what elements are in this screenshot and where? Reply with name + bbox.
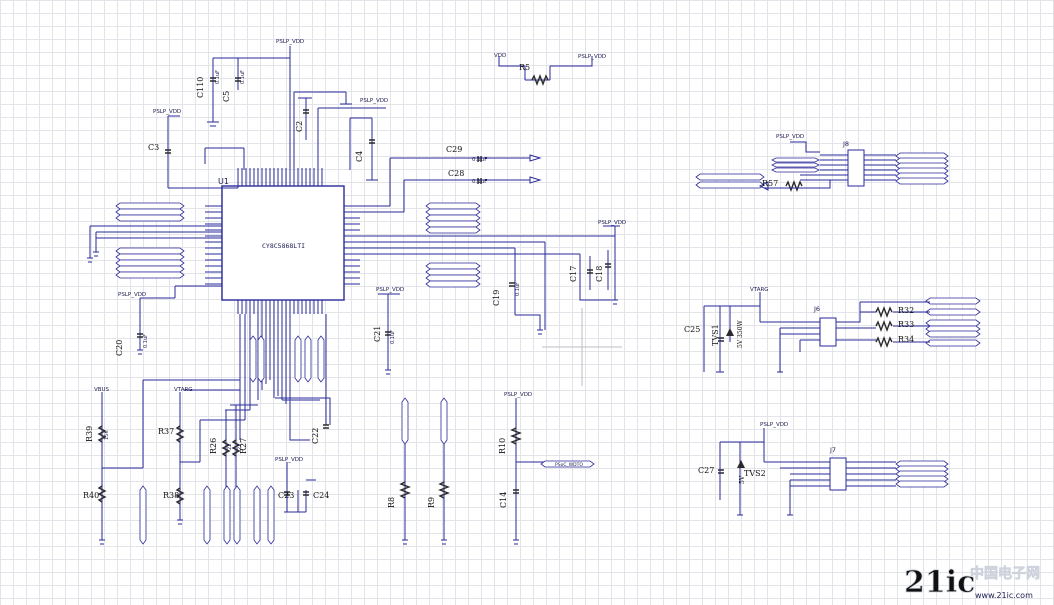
c29-label: C29 <box>446 145 462 154</box>
capacitor-symbols <box>137 77 724 496</box>
resistor-symbols <box>97 74 893 505</box>
c110-label: C110 <box>196 77 205 98</box>
r9-label: R9 <box>427 497 436 508</box>
c110-value: 0.1uF <box>215 70 221 84</box>
c14-label: C14 <box>499 492 508 508</box>
rotated-component-labels: C110 C5 C2 C4 C17 C18 C19 C20 C21 C22 C1… <box>85 70 746 508</box>
net-flags <box>115 152 981 545</box>
pslp-label-c20: PSLP_VDD <box>118 292 146 298</box>
vdd-label: VDD <box>494 53 506 59</box>
pslp-label-r5: PSLP_VDD <box>578 54 606 60</box>
c5-label: C5 <box>222 91 231 102</box>
c25-label: C25 <box>684 325 700 334</box>
vtarg-label: VTARG <box>174 387 193 393</box>
power-wiring <box>89 46 620 540</box>
pslp-label-r10: PSLP_VDD <box>504 392 532 398</box>
pslp-label-c3: PSLP_VDD <box>153 109 181 115</box>
tvs2-label: TVS2 <box>744 469 766 478</box>
c5-value: 0.1uF <box>240 70 246 84</box>
r34-label: R34 <box>898 335 914 344</box>
c29-value: 0.1uF <box>472 157 487 163</box>
pslp-label-top: PSLP_VDD <box>276 39 304 45</box>
c2-label: C2 <box>295 121 304 132</box>
crosshair-cursor <box>542 308 622 386</box>
r8-label: R8 <box>387 497 396 508</box>
watermark-cn: 中国电子网 <box>970 565 1040 582</box>
c28-value: 0.1uF <box>472 179 487 185</box>
tvs-diodes <box>726 328 745 468</box>
r40-label: R40 <box>83 491 99 500</box>
pslp-label-j7: PSLP_VDD <box>760 422 788 428</box>
pslp-label-c21: PSLP_VDD <box>376 287 404 293</box>
watermark-logo: 21ic <box>904 565 975 600</box>
r38-label: R38 <box>163 491 179 500</box>
tvs2-value: 5V <box>739 475 746 484</box>
j7-label: J7 <box>829 446 836 454</box>
r27-value: 22 <box>237 444 243 450</box>
watermark: 21ic 中国电子网 www.21ic.com <box>904 565 1041 601</box>
r33-label: R33 <box>898 320 914 329</box>
tvs1-label: TVS1 <box>711 324 720 346</box>
c20-value: 0.1uF <box>143 334 149 348</box>
psoc-wdto-net: PSoC_WDTO <box>555 462 583 468</box>
vtarg-label-j6: VTARG <box>750 287 769 293</box>
c19-value: 0.1uF <box>515 282 521 296</box>
ic-u1[interactable]: U1 CY8C5868LTI <box>205 168 360 314</box>
pslp-label-j8: PSLP_VDD <box>776 134 804 140</box>
j6-label: J6 <box>813 305 820 313</box>
c17-label: C17 <box>569 266 578 282</box>
c19-label: C19 <box>492 290 501 306</box>
ic-ref: U1 <box>218 177 229 186</box>
vbus-label: VBUS <box>94 387 110 393</box>
j8-label: J8 <box>842 140 849 148</box>
watermark-url: www.21ic.com <box>975 591 1033 600</box>
r32-label: R32 <box>898 306 914 315</box>
component-labels: C3 C29 C28 0.1uF 0.1uF R5 R57 R32 R33 R3… <box>83 63 914 500</box>
pslp-label-c23: PSLP_VDD <box>275 457 303 463</box>
pslp-label-c17: PSLP_VDD <box>598 220 626 226</box>
power-labels: PSLP_VDD PSLP_VDD PSLP_VDD PSLP_VDD PSLP… <box>94 39 804 468</box>
r26-value: 22 <box>227 444 233 450</box>
r10-label: R10 <box>498 438 507 454</box>
connector-j7[interactable]: J7 <box>719 428 896 516</box>
c28-label: C28 <box>448 169 464 178</box>
r39-label: R39 <box>85 426 94 442</box>
c21-label: C21 <box>373 326 382 342</box>
c4-label: C4 <box>355 151 364 162</box>
c27-label: C27 <box>698 466 714 475</box>
r27-label: R27 <box>239 438 248 454</box>
r37-label: R37 <box>158 427 174 436</box>
pslp-label-c2: PSLP_VDD <box>360 98 388 104</box>
tvs1-value: 5V 350W <box>737 319 744 348</box>
c23-label: C23 <box>278 491 294 500</box>
r39-value: 15K <box>104 430 110 440</box>
r57-label: R57 <box>762 179 778 188</box>
c20-label: C20 <box>115 340 124 356</box>
c21-value: 0.1uF <box>390 330 396 344</box>
r26-label: R26 <box>209 438 218 454</box>
c22-label: C22 <box>311 428 320 444</box>
ground-symbols <box>87 154 618 545</box>
c18-label: C18 <box>595 266 604 282</box>
c3-label: C3 <box>148 143 159 152</box>
c24-label: C24 <box>313 491 329 500</box>
r5-label: R5 <box>519 63 530 72</box>
connector-j6[interactable]: J6 <box>703 292 930 373</box>
connector-j8[interactable]: J8 <box>758 140 896 191</box>
ic-part-number: CY8C5868LTI <box>262 242 305 250</box>
